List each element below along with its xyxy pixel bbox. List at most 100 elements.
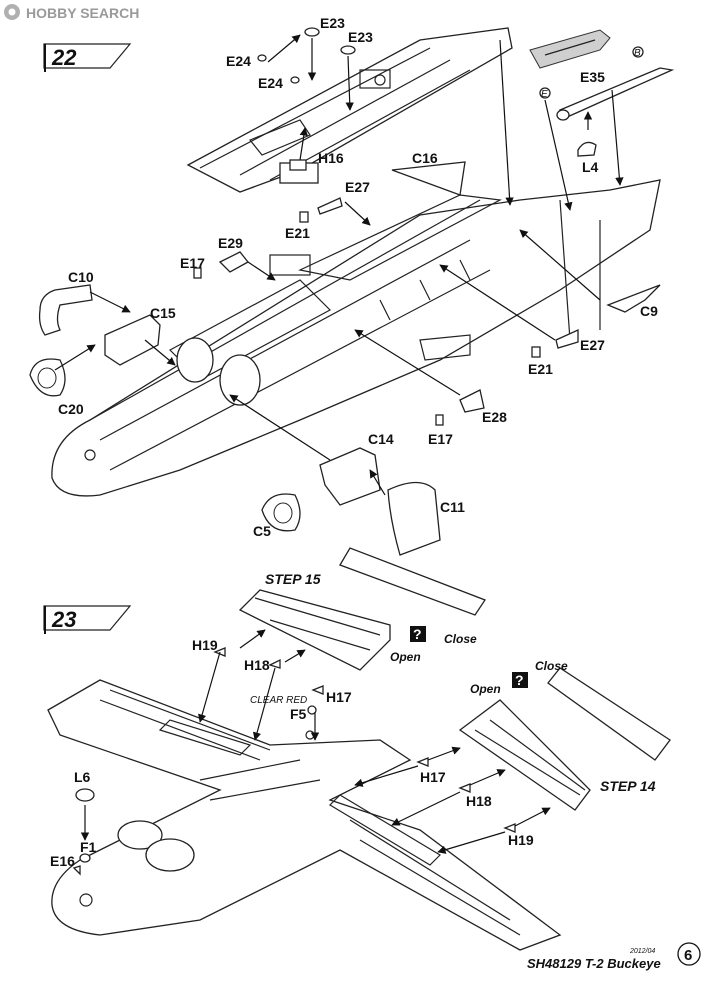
footer-date: 2012/04 bbox=[629, 948, 655, 955]
question-mark-badge-right: ? bbox=[512, 672, 528, 688]
label-e23-2: E23 bbox=[348, 29, 373, 45]
arrow-c9 bbox=[519, 229, 601, 301]
logo-text: HOBBY SEARCH bbox=[26, 5, 139, 21]
label-e27-2: E27 bbox=[580, 337, 605, 353]
arrow-h18-left bbox=[252, 667, 276, 741]
part-c16 bbox=[391, 161, 466, 196]
label-l4: L4 bbox=[582, 159, 599, 175]
part-e17-bottom bbox=[435, 414, 444, 426]
arrow-h18-left-2 bbox=[391, 791, 461, 826]
part-h16 bbox=[279, 159, 319, 184]
part-l4 bbox=[577, 141, 597, 157]
part-e24-bottom bbox=[290, 76, 300, 84]
arrow-e27-top bbox=[344, 201, 371, 226]
arrow-h19-left-2 bbox=[437, 831, 506, 854]
label-c9: C9 bbox=[640, 303, 658, 319]
question-mark: ? bbox=[515, 672, 524, 688]
label-e24-1: E24 bbox=[226, 53, 251, 69]
step-number-box: 23 bbox=[43, 605, 132, 634]
part-c10 bbox=[38, 284, 93, 336]
part-f5 bbox=[307, 705, 317, 715]
label-open-right: Open bbox=[470, 682, 501, 696]
label-f1: F1 bbox=[80, 839, 97, 855]
label-step-14: STEP 14 bbox=[600, 778, 656, 794]
part-c11 bbox=[387, 481, 441, 556]
label-h18-right: H18 bbox=[466, 793, 492, 809]
label-e23-1: E23 bbox=[320, 15, 345, 31]
label-close-top: Close bbox=[444, 632, 477, 646]
label-step-15: STEP 15 bbox=[265, 571, 321, 587]
label-h17-right: H17 bbox=[420, 769, 446, 785]
part-h17-top bbox=[311, 685, 324, 695]
label-f5: F5 bbox=[290, 706, 307, 722]
part-e28 bbox=[459, 389, 485, 413]
arrow-h18-right bbox=[469, 769, 506, 786]
label-e29: E29 bbox=[218, 235, 243, 251]
part-h18-top bbox=[268, 658, 281, 669]
label-e28: E28 bbox=[482, 409, 507, 425]
label-c15: C15 bbox=[150, 305, 176, 321]
label-c5: C5 bbox=[253, 523, 271, 539]
part-e21-top bbox=[299, 211, 309, 223]
part-e23-top bbox=[304, 27, 320, 37]
label-e27-1: E27 bbox=[345, 179, 370, 195]
arrow-c10 bbox=[89, 291, 131, 313]
part-e17-top bbox=[193, 267, 202, 279]
label-h18-top: H18 bbox=[244, 657, 270, 673]
arrow-h19-up bbox=[239, 629, 266, 649]
label-open-top: Open bbox=[390, 650, 421, 664]
page-number-circle bbox=[677, 942, 701, 966]
arrow-h19-left bbox=[198, 651, 221, 723]
hobby-search-logo: HOBBY SEARCH bbox=[4, 4, 139, 21]
label-e: E bbox=[541, 89, 548, 100]
label-h19-top: H19 bbox=[192, 637, 218, 653]
label-e17-2: E17 bbox=[428, 431, 453, 447]
arrow-h19-right bbox=[514, 807, 551, 827]
label-c20: C20 bbox=[58, 401, 84, 417]
label-c16: C16 bbox=[412, 150, 438, 166]
label-c14: C14 bbox=[368, 431, 394, 447]
label-e24-2: E24 bbox=[258, 75, 283, 91]
arrow-e27-bottom bbox=[439, 264, 556, 341]
label-e21-1: E21 bbox=[285, 225, 310, 241]
step-number-box: 22 bbox=[43, 43, 132, 72]
aircraft-underside-drawing bbox=[47, 679, 562, 951]
footer: 2012/04 SH48129 T-2 Buckeye 6 bbox=[527, 942, 701, 971]
arrow-h17-right bbox=[427, 746, 461, 761]
step-number: 23 bbox=[51, 607, 76, 632]
part-e27-top bbox=[317, 197, 343, 215]
part-e24-top bbox=[257, 54, 267, 62]
page-number: 6 bbox=[684, 947, 692, 964]
label-c11: C11 bbox=[440, 499, 465, 515]
label-c10: C10 bbox=[68, 269, 94, 285]
arrow-c20 bbox=[54, 344, 96, 371]
arrow-rod bbox=[611, 89, 624, 186]
frame-part-drawing: B E bbox=[529, 29, 675, 121]
arrow-e29 bbox=[247, 261, 276, 281]
label-l6: L6 bbox=[74, 769, 91, 785]
part-c9 bbox=[606, 284, 661, 313]
arrow-e28 bbox=[354, 329, 461, 396]
label-h17-top: H17 bbox=[326, 689, 352, 705]
flap-open-right bbox=[458, 699, 591, 811]
part-e27-bottom bbox=[555, 328, 579, 349]
part-e23-bottom bbox=[340, 45, 356, 55]
part-f1 bbox=[79, 853, 91, 863]
label-e17-1: E17 bbox=[180, 255, 205, 271]
part-c14 bbox=[319, 447, 381, 506]
label-e35: E35 bbox=[580, 69, 605, 85]
arrow-c14 bbox=[229, 394, 331, 461]
label-clear-red: CLEAR RED bbox=[250, 695, 307, 706]
question-mark: ? bbox=[413, 626, 422, 642]
arrow-frame-2 bbox=[544, 99, 573, 211]
label-close-right: Close bbox=[535, 659, 568, 673]
step-23: 23 bbox=[43, 547, 671, 951]
flap-closed-right bbox=[547, 667, 671, 761]
part-e21-bottom bbox=[531, 346, 541, 358]
fuselage-drawing bbox=[51, 179, 661, 497]
arrow-h18-up bbox=[284, 649, 306, 663]
label-h19-right: H19 bbox=[508, 832, 534, 848]
part-h18-right bbox=[458, 783, 471, 793]
part-h17-right bbox=[416, 757, 429, 767]
